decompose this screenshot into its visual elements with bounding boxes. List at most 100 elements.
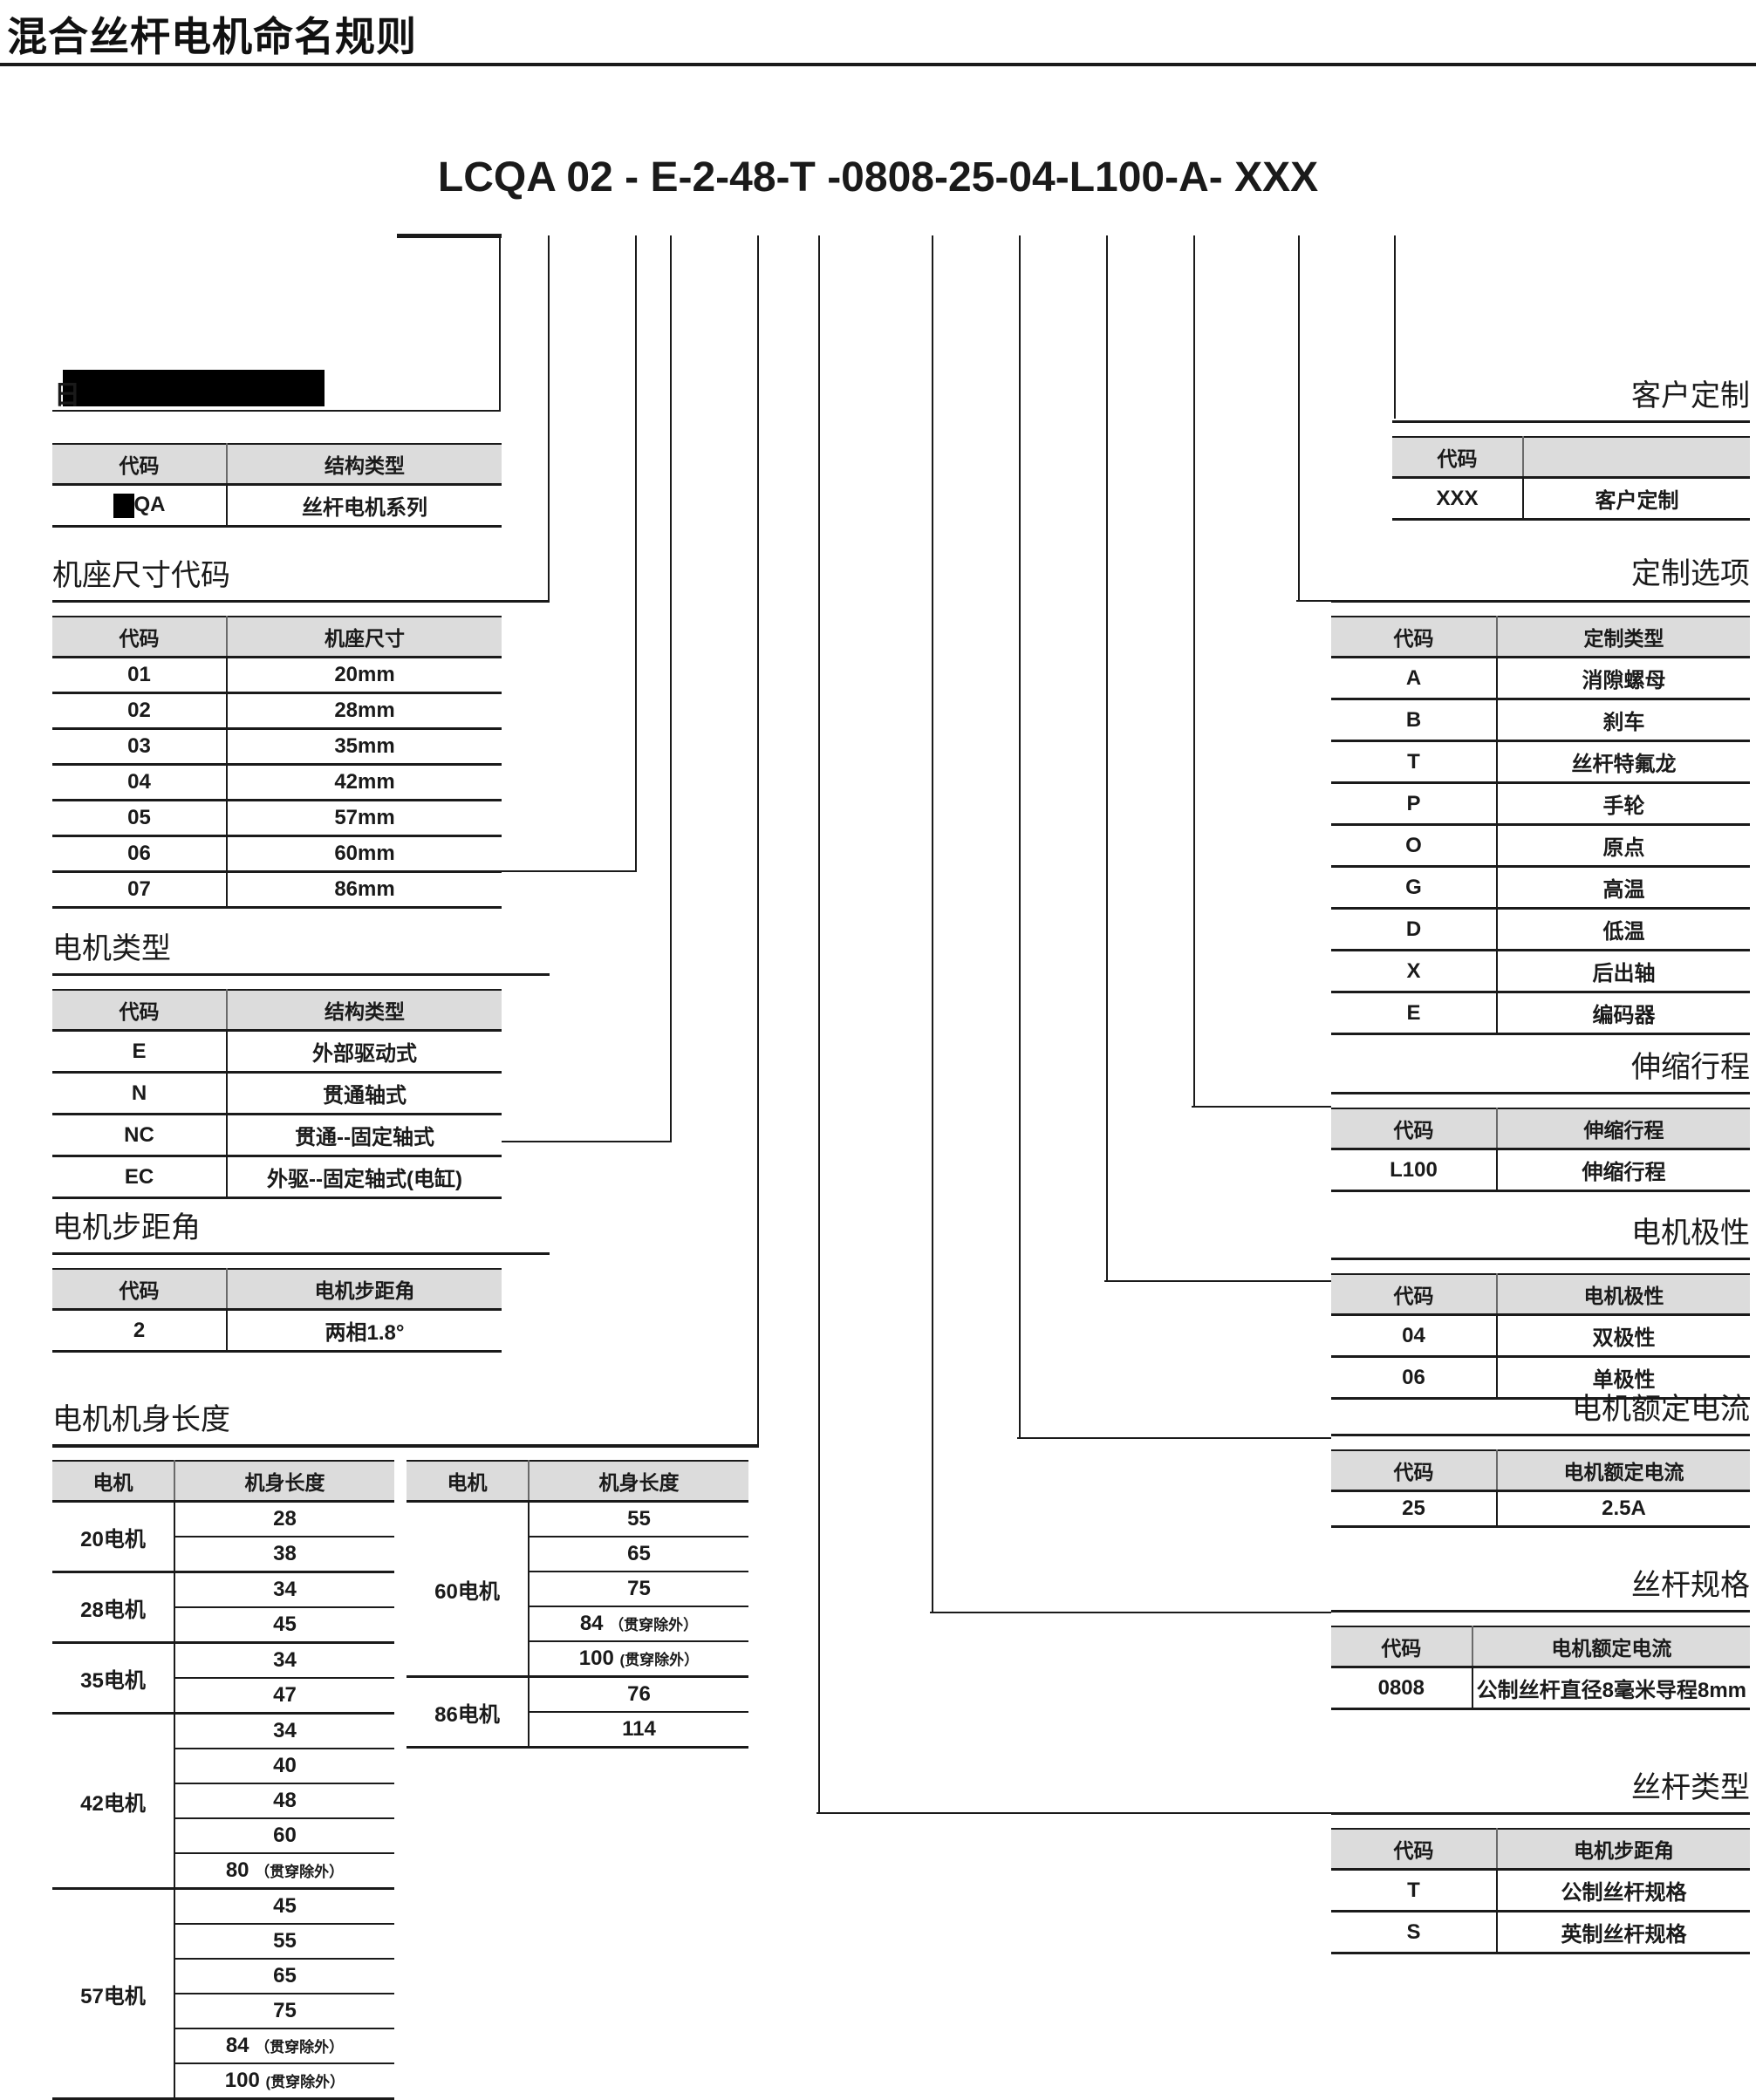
- table-row: 60: [52, 1818, 394, 1854]
- cell-code: E: [1331, 992, 1498, 1035]
- table-row: 84 （贯穿除外）: [407, 1606, 748, 1642]
- cell-length: 114: [529, 1712, 748, 1749]
- cell-value: 消隙螺母: [1497, 657, 1750, 700]
- cell-code: 06: [52, 835, 228, 873]
- cell-length: 84 （贯穿除外）: [529, 1606, 748, 1642]
- cell-value: 高温: [1497, 866, 1750, 910]
- cell-length: 47: [174, 1678, 394, 1715]
- cell-length: 48: [174, 1783, 394, 1819]
- cell-length: 34: [174, 1572, 394, 1608]
- col-code: 代码: [1331, 1449, 1498, 1492]
- table-row: 114: [407, 1712, 748, 1749]
- table-row: 40: [52, 1749, 394, 1784]
- table-header-row: 电机 机身长度: [407, 1460, 748, 1503]
- cell-length: 60: [174, 1818, 394, 1854]
- cell-code: XXX: [1392, 477, 1524, 521]
- leader-line-stepangle: [670, 235, 672, 1142]
- cell-code: 0808: [1331, 1667, 1473, 1710]
- rule-motor-type: [52, 973, 550, 976]
- cell-value: 双极性: [1497, 1314, 1750, 1358]
- cell-code: 05: [52, 800, 228, 837]
- cell-length: 55: [174, 1924, 394, 1960]
- leader-line-options: [1298, 235, 1300, 602]
- table-row: 48: [52, 1783, 394, 1819]
- table-header-row: 电机 机身长度: [52, 1460, 394, 1503]
- leader-line-frame: [548, 235, 550, 602]
- caption-screw-type: 丝杆类型: [1631, 1771, 1750, 1804]
- cell-code: T: [1331, 740, 1498, 784]
- cell-value: 刹车: [1497, 699, 1750, 742]
- col-code: 代码: [1331, 1626, 1473, 1668]
- rule-screw-type: [1331, 1812, 1750, 1815]
- cell-value: 编码器: [1497, 992, 1750, 1035]
- cell-code: 04: [1331, 1314, 1498, 1358]
- cell-code: S: [1331, 1911, 1498, 1954]
- caption-frame-size: 机座尺寸代码: [52, 559, 230, 592]
- col-code: 代码: [52, 1268, 228, 1311]
- leader-elbow-bodylen: [52, 1446, 759, 1448]
- caption-custom-options: 定制选项: [1631, 557, 1750, 590]
- rule-custom-options: [1331, 600, 1750, 603]
- col-angle: 电机步距角: [227, 1268, 502, 1311]
- cell-motor: 20电机: [52, 1501, 175, 1573]
- cell-value: 原点: [1497, 824, 1750, 868]
- cell-code: 04: [52, 764, 228, 801]
- cell-value: 后出轴: [1497, 950, 1750, 993]
- cell-length: 34: [174, 1642, 394, 1679]
- page-title: 混合丝杆电机命名规则: [7, 14, 417, 59]
- cell-code: 03: [52, 728, 228, 766]
- col-code: 代码: [52, 616, 228, 658]
- cell-length: 45: [174, 1607, 394, 1644]
- cell-motor: 35电机: [52, 1642, 175, 1715]
- col-struct: 结构类型: [227, 989, 502, 1032]
- table-header-row: 代码 定制类型: [1331, 616, 1750, 658]
- cell-value: 35mm: [227, 728, 502, 766]
- col-struct: 结构类型: [227, 443, 502, 486]
- leader-line-polarity: [1106, 235, 1108, 1282]
- leader-elbow-polarity: [1104, 1280, 1331, 1282]
- cell-code: G: [1331, 866, 1498, 910]
- leader-elbow-screwspec: [930, 1612, 1331, 1613]
- cell-length: 40: [174, 1749, 394, 1784]
- cell-length: 100 (贯穿除外）: [174, 2063, 394, 2100]
- rule-polarity: [1331, 1258, 1750, 1260]
- col-stroke: 伸缩行程: [1497, 1108, 1750, 1150]
- table-header-row: 代码 电机额定电流: [1331, 1626, 1750, 1668]
- col-motor: 电机: [52, 1460, 175, 1503]
- cell-value: 贯通--固定轴式: [227, 1114, 502, 1157]
- table-header-row: 代码 机座尺寸: [52, 616, 502, 658]
- table-header-row: 代码 结构类型: [52, 443, 502, 486]
- cell-value: 公制丝杆直径8毫米导程8mm: [1472, 1667, 1750, 1710]
- col-angle: 电机步距角: [1497, 1828, 1750, 1871]
- title-divider: [0, 63, 1756, 66]
- caption-motor-type: 电机类型: [52, 932, 171, 965]
- cell-code: X: [1331, 950, 1498, 993]
- cell-code: 2: [52, 1309, 228, 1353]
- cell-value: 外部驱动式: [227, 1030, 502, 1074]
